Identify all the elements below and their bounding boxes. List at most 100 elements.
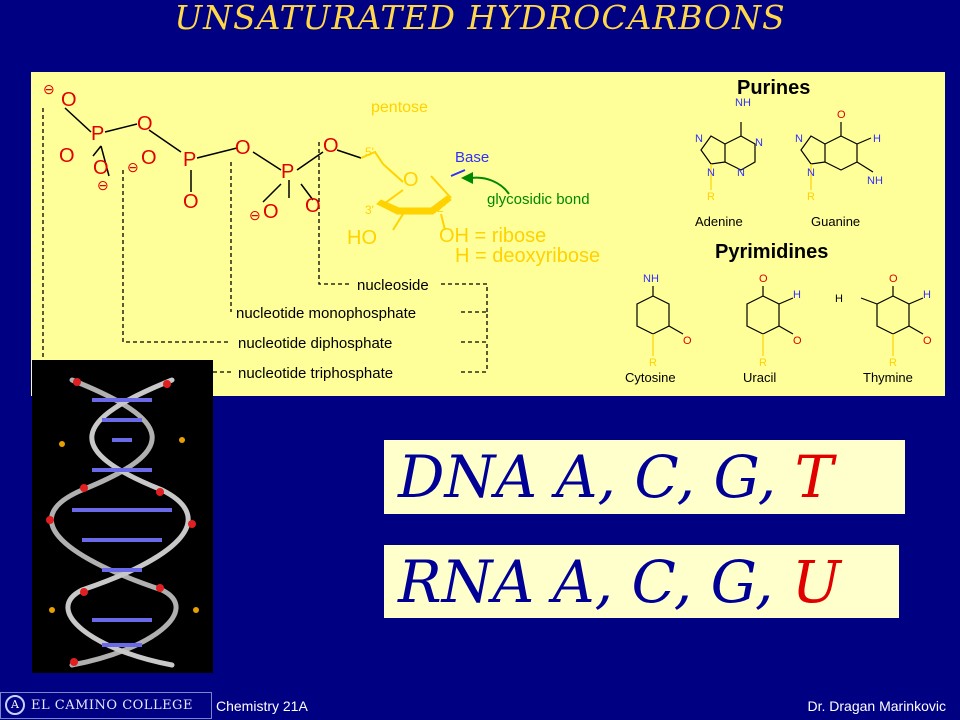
- guanine-label: Guanine: [811, 214, 860, 229]
- oxygen-atom: O: [183, 191, 199, 213]
- oxygen-atom: O: [323, 135, 339, 157]
- amine-group: NH: [735, 97, 751, 109]
- oxygen-atom: O: [137, 113, 153, 135]
- rna-bases-box: RNA A, C, G, U: [384, 545, 899, 618]
- helix-phosphorus-atoms: [49, 437, 199, 613]
- base-label: Base: [455, 149, 489, 166]
- pyrimidine-atoms: NH O O H O H O H O: [643, 273, 932, 347]
- base-bond: [450, 169, 466, 177]
- hydroxyl-3-label: HO: [347, 227, 377, 249]
- author-name: Dr. Dragan Marinkovic: [807, 698, 947, 714]
- dna-bases-box: DNA A, C, G, T: [384, 440, 905, 514]
- cytosine-label: Cytosine: [625, 370, 676, 385]
- dna-helix-model: [46, 377, 199, 668]
- adenine-structure: [700, 122, 756, 190]
- adenine-label: Adenine: [695, 214, 743, 229]
- phosphate-atoms: ⊖ O P O O ⊖ O O ⊖ P O O P O ⊖ O O: [43, 81, 339, 223]
- nucleotide-structure-panel: nucleoside nucleotide monophosphate nucl…: [31, 72, 945, 396]
- sugar-labels: 5' O 3' 2' HO OH = ribose H = deoxyribos…: [347, 145, 600, 267]
- minus-charge-1: ⊖: [43, 81, 55, 97]
- pyrimidine-r-groups: R R R: [649, 357, 897, 369]
- nitrogen-atom: N: [695, 133, 703, 145]
- prime-5-label: 5': [365, 145, 374, 159]
- bracket-nucleoside: [318, 142, 351, 285]
- slide-title: UNSATURATED HYDROCARBONS: [174, 0, 786, 37]
- helix-oxygen-atoms: [46, 378, 196, 666]
- sugar-ring: [360, 150, 452, 231]
- guanine-structure: [800, 122, 874, 190]
- glycosidic-arrow-icon: [470, 176, 510, 195]
- thymine-label: Thymine: [863, 370, 913, 385]
- nitrogen-atom: N: [795, 133, 803, 145]
- phosphorus-atom: P: [183, 149, 196, 171]
- oxygen-atom: O: [923, 335, 932, 347]
- guanine-r-group: R: [807, 191, 815, 203]
- oxygen-atom: O: [59, 145, 75, 167]
- level-labels: nucleoside nucleotide monophosphate nucl…: [236, 277, 429, 382]
- hydrogen-atom: H: [923, 289, 931, 301]
- prime-3-label: 3': [365, 203, 374, 217]
- oxygen-atom: O: [305, 195, 321, 217]
- ribose-label: OH = ribose: [439, 225, 546, 247]
- nitrogen-atom: N: [755, 137, 763, 149]
- helix-base-pairs: [72, 398, 172, 647]
- oxygen-atom: O: [263, 201, 279, 223]
- purines-heading: Purines: [737, 77, 810, 99]
- nitrogen-atom: N: [807, 167, 815, 179]
- minus-charge-3: ⊖: [127, 159, 139, 175]
- pentose-label: pentose: [371, 99, 428, 116]
- bracket-lines: [42, 108, 488, 373]
- bracket-right-connectors: [441, 283, 488, 373]
- nitrogen-atom: N: [707, 167, 715, 179]
- minus-charge-4: ⊖: [249, 207, 261, 223]
- ring-oxygen: O: [403, 169, 419, 191]
- bracket-diphosphate: [122, 170, 231, 343]
- level-monophosphate: nucleotide monophosphate: [236, 305, 416, 322]
- dna-bases-text: DNA A, C, G,: [398, 443, 795, 511]
- pyrimidine-rings: [636, 286, 924, 356]
- phosphorus-atom: P: [281, 161, 294, 183]
- nitrogen-atom: N: [737, 167, 745, 179]
- dna-helix-image: [32, 360, 213, 673]
- amine-group: NH: [643, 273, 659, 285]
- minus-charge-2: ⊖: [97, 177, 109, 193]
- oxygen-atom: O: [683, 335, 692, 347]
- prime-2-label: 2': [437, 201, 446, 215]
- deoxyribose-label: H = deoxyribose: [455, 245, 600, 267]
- arrow-head-icon: [461, 172, 473, 184]
- phosphate-bonds: [64, 107, 362, 203]
- amine-group: NH: [867, 175, 883, 187]
- pyrimidines-heading: Pyrimidines: [715, 241, 828, 263]
- hydrogen-atom: H: [793, 289, 801, 301]
- oxygen-atom: O: [889, 273, 898, 285]
- oxygen-atom: O: [235, 137, 251, 159]
- pyrimidine-labels: Cytosine Uracil Thymine: [625, 370, 913, 385]
- guanine-atoms: O H NH N N: [795, 109, 883, 187]
- dna-thymine-letter: T: [794, 443, 834, 511]
- thymine-r-group: R: [889, 357, 897, 369]
- level-triphosphate: nucleotide triphosphate: [238, 365, 393, 382]
- course-name: Chemistry 21A: [216, 698, 308, 714]
- oxygen-atom: O: [61, 89, 77, 111]
- oxygen-atom: O: [837, 109, 846, 121]
- oxygen-atom: O: [141, 147, 157, 169]
- phosphorus-atom: P: [91, 123, 104, 145]
- level-diphosphate: nucleotide diphosphate: [238, 335, 392, 352]
- slide-footer: A EL CAMINO COLLEGE Chemistry 21A Dr. Dr…: [0, 690, 960, 720]
- adenine-atoms: NH N N N N: [695, 97, 763, 179]
- rna-bases-text: RNA A, C, G,: [398, 548, 792, 616]
- cytosine-r-group: R: [649, 357, 657, 369]
- rna-uracil-letter: U: [791, 548, 841, 616]
- glycosidic-bond-label: glycosidic bond: [487, 191, 590, 208]
- helix-backbone-2: [65, 377, 191, 668]
- helix-backbone-1: [48, 377, 179, 668]
- oxygen-atom: O: [759, 273, 768, 285]
- oxygen-atom: O: [793, 335, 802, 347]
- level-nucleoside: nucleoside: [357, 277, 429, 294]
- nucleotide-structure-figure: nucleoside nucleotide monophosphate nucl…: [42, 77, 932, 385]
- oxygen-atom: O: [93, 157, 109, 179]
- adenine-r-group: R: [707, 191, 715, 203]
- college-name: EL CAMINO COLLEGE: [31, 698, 193, 713]
- methyl-group: H: [835, 293, 843, 305]
- college-logo: A EL CAMINO COLLEGE: [0, 692, 212, 719]
